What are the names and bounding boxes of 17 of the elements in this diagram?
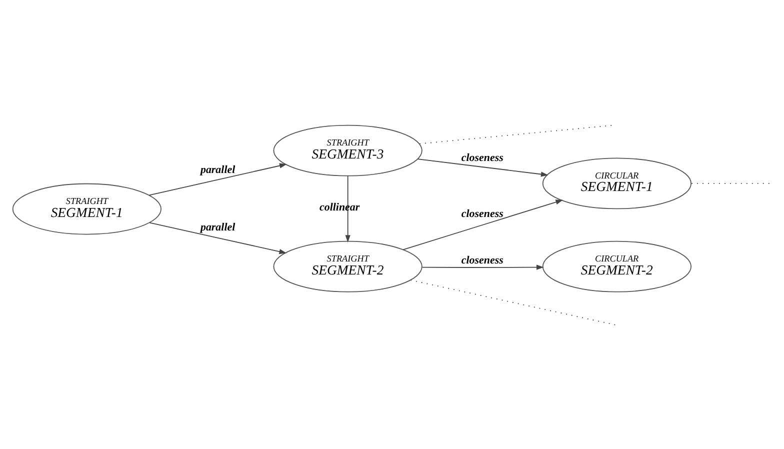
node-ellipse: CIRCULAR SEGMENT-2 [542, 240, 692, 292]
arrow [422, 264, 544, 270]
edge-label: closeness [461, 152, 504, 164]
edge-label: parallel [200, 164, 236, 176]
node-ellipse: STRAIGHT SEGMENT-1 [12, 182, 162, 234]
node-ellipse: STRAIGHT SEGMENT-2 [273, 240, 422, 292]
connector [410, 279, 616, 325]
edge-label: parallel [200, 221, 236, 234]
edge-label: closeness [461, 254, 504, 266]
arrow [417, 158, 548, 176]
arrow [345, 175, 350, 242]
node-ellipse: STRAIGHT SEGMENT-3 [273, 124, 422, 176]
arrow [149, 222, 287, 254]
arrow [148, 162, 287, 196]
arrow [402, 199, 564, 250]
node-ellipse: CIRCULAR SEGMENT-1 [542, 157, 692, 209]
edge-label: closeness [461, 207, 504, 220]
